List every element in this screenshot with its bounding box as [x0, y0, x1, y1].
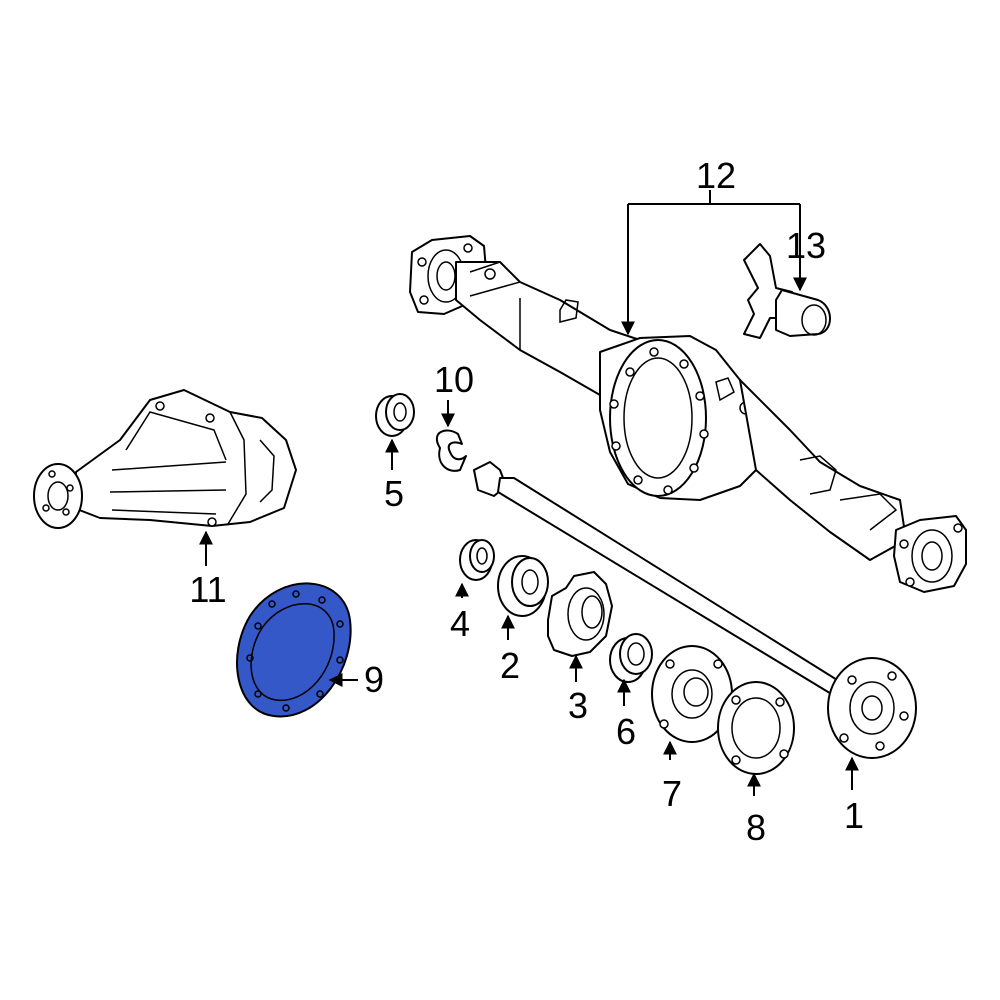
callout-1: 1: [844, 795, 864, 836]
axle-shaft[interactable]: [473, 461, 917, 759]
spacer-ring[interactable]: [459, 539, 495, 581]
callout-12: 12: [696, 155, 736, 196]
snap-ring[interactable]: [435, 429, 467, 472]
callout-10: 10: [434, 359, 474, 400]
oil-seal[interactable]: [375, 393, 415, 437]
retainer-plate[interactable]: [651, 645, 733, 743]
callout-11: 11: [189, 569, 226, 610]
vent-tube-bracket[interactable]: [743, 243, 831, 339]
callout-2: 2: [500, 645, 520, 686]
callout-6: 6: [616, 711, 636, 752]
bearing-housing[interactable]: [547, 571, 613, 657]
retainer-gasket[interactable]: [717, 681, 795, 775]
leader-lines: [199, 190, 859, 796]
axle-housing[interactable]: [409, 235, 967, 593]
differential-carrier[interactable]: [33, 389, 297, 529]
callout-13: 13: [786, 225, 826, 266]
callout-8: 8: [746, 807, 766, 848]
callout-7: 7: [662, 773, 682, 814]
inner-seal[interactable]: [609, 633, 653, 683]
carrier-gasket[interactable]: [236, 582, 352, 718]
callout-3: 3: [568, 685, 588, 726]
callout-4: 4: [450, 603, 470, 644]
axle-bearing[interactable]: [497, 555, 549, 617]
callout-5: 5: [384, 473, 404, 514]
callout-9: 9: [364, 659, 384, 700]
